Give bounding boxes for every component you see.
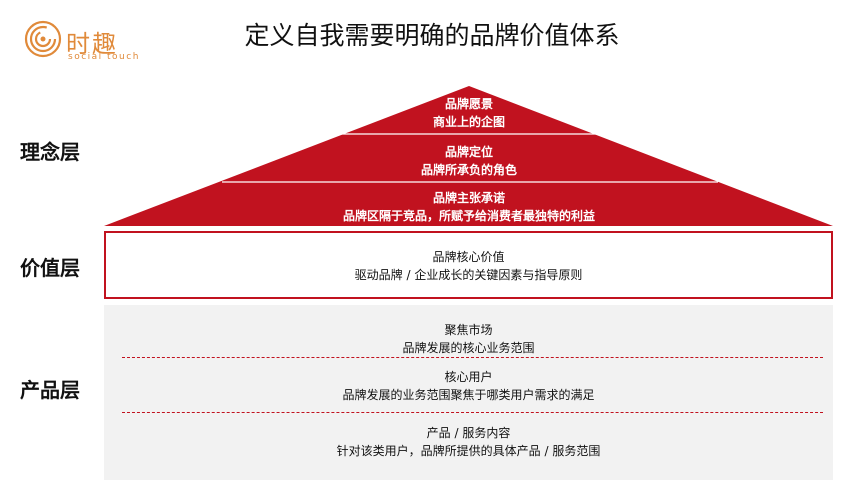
product-layer-area: 聚焦市场 品牌发展的核心业务范围 核心用户 品牌发展的业务范围聚焦于哪类用户需求… [104,305,833,480]
product-item-users: 核心用户 品牌发展的业务范围聚焦于哪类用户需求的满足 [104,368,833,404]
spiral-logo-icon [24,20,62,58]
tier-title: 品牌愿景 [444,97,493,111]
logo-name: 时趣 [66,30,118,58]
product-item-title: 产品 / 服务内容 [426,426,511,440]
core-value-text: 品牌核心价值 驱动品牌 / 企业成长的关键因素与指导原则 [106,248,831,284]
core-value-title: 品牌核心价值 [432,250,505,264]
product-item-desc: 品牌发展的业务范围聚焦于哪类用户需求的满足 [342,388,595,402]
core-value-desc: 驱动品牌 / 企业成长的关键因素与指导原则 [354,268,583,282]
brand-logo: 时趣 social touch [24,20,154,64]
page-title: 定义自我需要明确的品牌价值体系 [244,21,620,50]
layer-label-value: 价值层 [20,256,80,280]
tier-title: 品牌主张承诺 [432,191,505,205]
layer-label-concept: 理念层 [20,140,80,164]
pyramid-tier-positioning: 品牌定位 品牌所承负的角色 [104,143,834,179]
product-item-market: 聚焦市场 品牌发展的核心业务范围 [104,321,833,357]
product-item-desc: 针对该类用户，品牌所提供的具体产品 / 服务范围 [336,444,601,458]
dashed-divider [122,412,823,413]
product-item-title: 核心用户 [444,370,493,384]
tier-desc: 商业上的企图 [432,115,505,129]
pyramid-tier-promise: 品牌主张承诺 品牌区隔于竞品，所赋予给消费者最独特的利益 [104,189,834,225]
tier-desc: 品牌所承负的角色 [420,163,517,177]
pyramid-tier-vision: 品牌愿景 商业上的企图 [104,95,834,131]
pyramid-shape [104,86,833,226]
core-value-box: 品牌核心价值 驱动品牌 / 企业成长的关键因素与指导原则 [104,231,833,299]
product-item-desc: 品牌发展的核心业务范围 [402,341,535,355]
layer-label-product: 产品层 [20,378,80,402]
dashed-divider [122,357,823,358]
tier-title: 品牌定位 [444,145,493,159]
logo-tagline: social touch [68,52,140,62]
product-item-services: 产品 / 服务内容 针对该类用户，品牌所提供的具体产品 / 服务范围 [104,424,833,460]
tier-desc: 品牌区隔于竞品，所赋予给消费者最独特的利益 [342,209,595,223]
product-item-title: 聚焦市场 [444,323,493,337]
